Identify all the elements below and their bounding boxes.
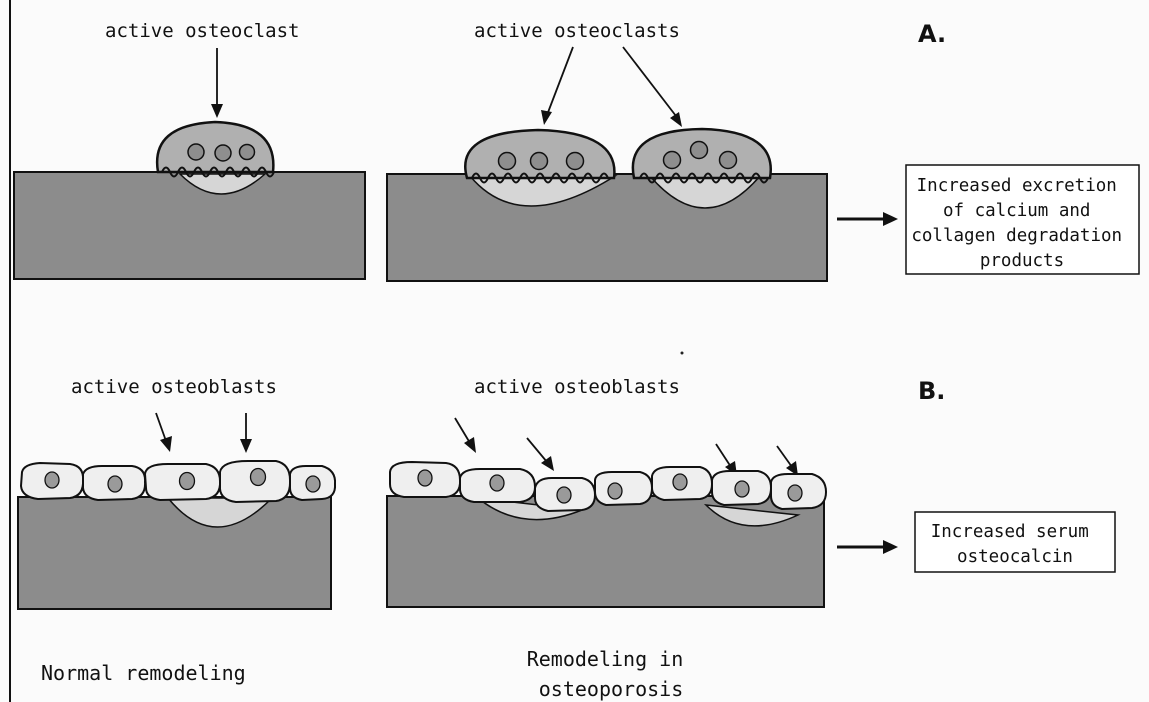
- label-active-osteoblasts-normal: active osteoblasts: [71, 376, 277, 398]
- outcome-a-line-1: Increased excretion: [917, 176, 1117, 196]
- speck: [681, 352, 684, 355]
- outcome-a-line-2: of calcium and: [943, 201, 1091, 221]
- osteoblast-row-normal: [21, 461, 335, 502]
- outcome-b-box: Increased serum osteocalcin: [915, 512, 1115, 572]
- osteoclast-normal: [157, 122, 274, 177]
- panel-b-label: B.: [918, 377, 945, 405]
- osteoclast-pointer-arrows: [211, 47, 682, 127]
- caption-osteoporosis-line-1: Remodeling in: [527, 647, 684, 671]
- panel-a-label: A.: [918, 20, 946, 48]
- caption-normal-remodeling: Normal remodeling: [41, 661, 246, 685]
- outcome-a-line-4: products: [980, 251, 1064, 271]
- label-active-osteoclast: active osteoclast: [105, 20, 299, 42]
- osteoclast-osteoporosis-2: [633, 129, 771, 183]
- bone-normal-formation: [18, 497, 331, 609]
- arrow-to-outcome-a: [837, 212, 898, 226]
- outcome-a-line-3: collagen degradation: [911, 226, 1122, 246]
- label-active-osteoclasts: active osteoclasts: [474, 20, 680, 42]
- bone-normal-resorption: [14, 172, 365, 279]
- bone-osteoporosis-formation: [387, 496, 824, 607]
- bone-osteoporosis-resorption: [387, 174, 827, 281]
- outcome-b-line-1: Increased serum: [931, 522, 1089, 542]
- caption-remodeling-osteoporosis: Remodeling in osteoporosis: [527, 647, 696, 701]
- arrow-to-outcome-b: [837, 540, 898, 554]
- outcome-a-box: Increased excretion of calcium and colla…: [906, 165, 1139, 274]
- osteoclast-osteoporosis-1: [465, 130, 614, 183]
- label-active-osteoblasts-osteoporosis: active osteoblasts: [474, 376, 680, 398]
- caption-osteoporosis-line-2: osteoporosis: [539, 677, 684, 701]
- outcome-b-line-2: osteocalcin: [957, 547, 1073, 567]
